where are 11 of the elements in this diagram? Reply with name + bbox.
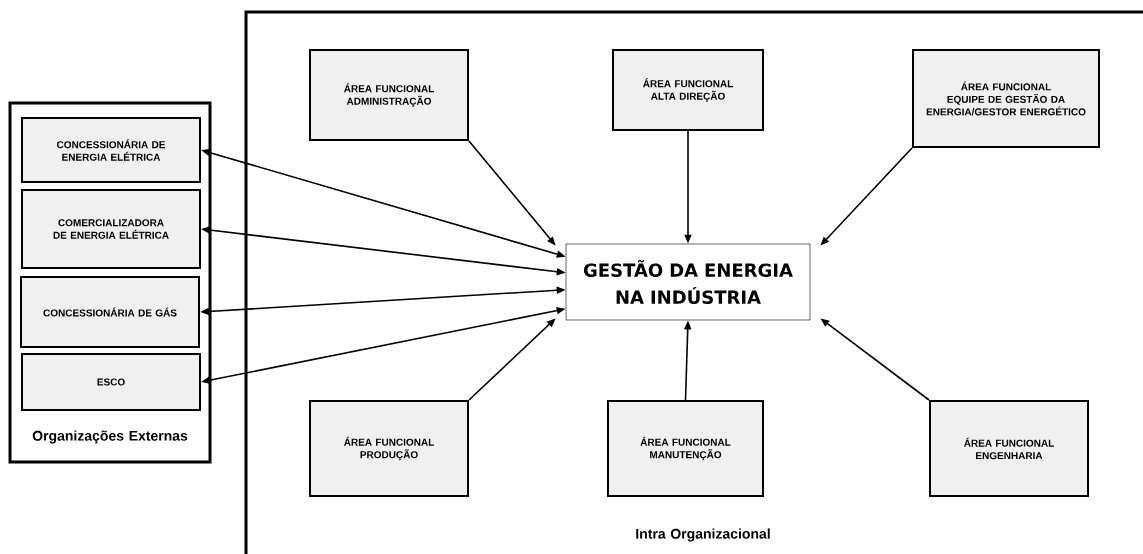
area-box: ÁREA FUNCIONAL EQUIPE DE GESTÃO DA ENERGIA/GESTOR ENERGÉTICO [912,49,1100,148]
area-box: CONCESSIONÁRIA DE GÁS [20,276,200,348]
area-box: ÁREA FUNCIONAL ADMINISTRAÇÃO [309,49,469,141]
area-box: ÁREA FUNCIONAL MANUTENÇÃO [607,400,764,497]
area-box: ÁREA FUNCIONAL ENGENHARIA [929,400,1089,497]
area-box: ÁREA FUNCIONAL ALTA DIREÇÃO [612,49,764,131]
title-box: GESTÃO DA ENERGIA NA INDÚSTRIA [565,243,811,321]
area-box: COMERCIALIZADORA DE ENERGIA ELÉTRICA [21,189,201,269]
area-box: ÁREA FUNCIONAL PRODUÇÃO [309,400,469,497]
area-box: CONCESSIONÁRIA DE ENERGIA ELÉTRICA [21,117,201,183]
area-box: ESCO [21,353,201,411]
